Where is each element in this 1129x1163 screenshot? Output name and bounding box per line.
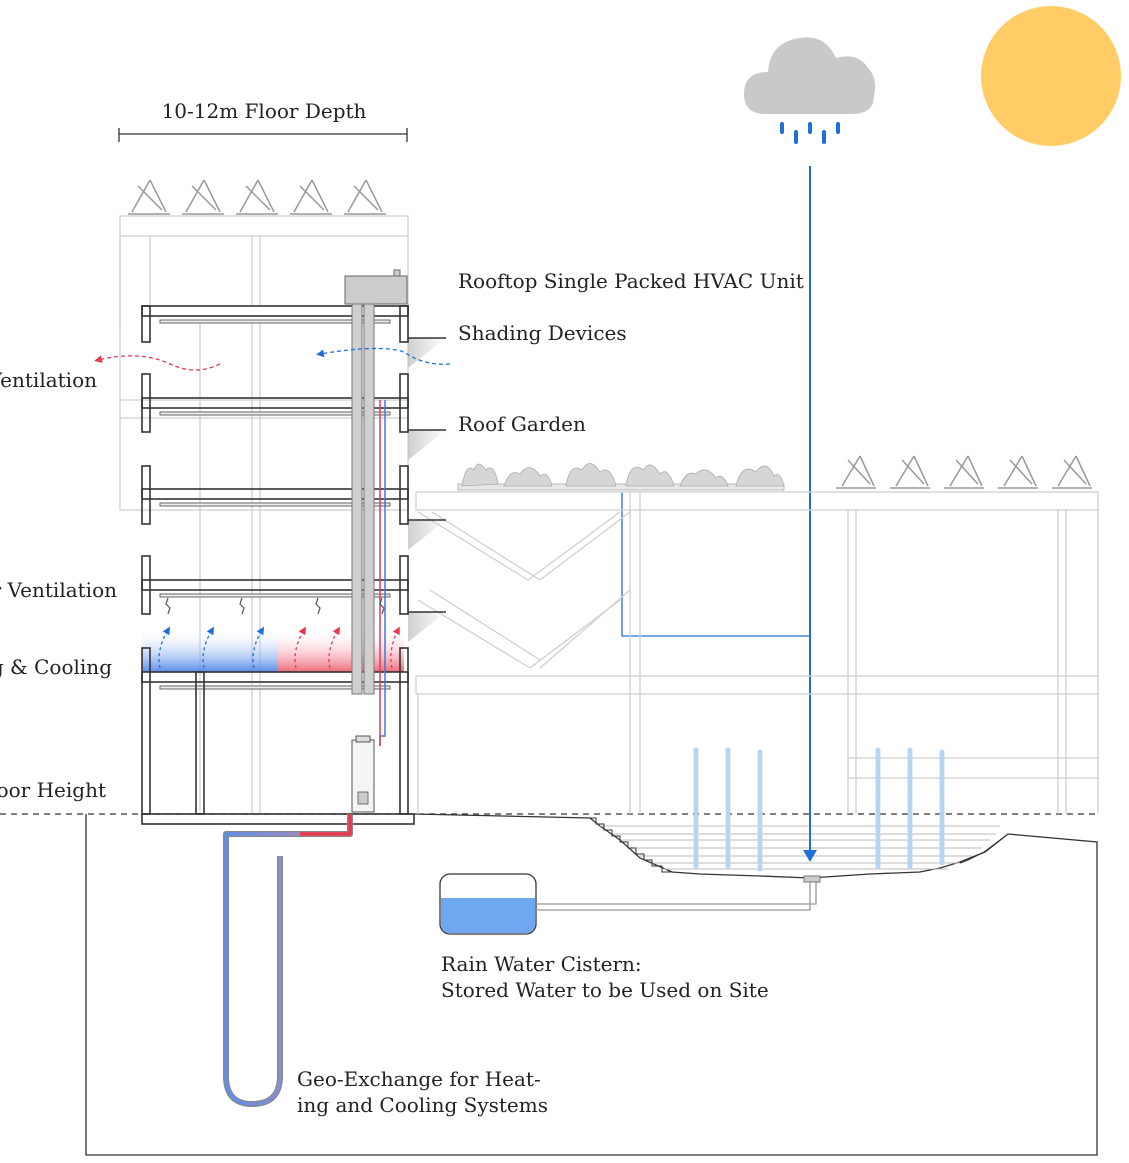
duct-riser — [351, 303, 363, 695]
shading-devices — [408, 337, 446, 613]
solar-panel-icon — [290, 179, 332, 215]
fountains — [693, 747, 945, 875]
floor-depth-dimension — [118, 128, 408, 142]
terrace-steps — [600, 825, 1000, 870]
solar-panel-icon — [836, 455, 876, 489]
ventilation-exhaust-arrow — [94, 355, 221, 371]
hvac-unit — [344, 275, 408, 305]
geo-loop-hot-segment — [300, 814, 352, 836]
geo-exchange-label-line2: ing and Cooling Systems — [297, 1093, 548, 1117]
roof-garden-plants — [457, 463, 785, 491]
shading-devices-label: Shading Devices — [458, 321, 627, 345]
heating-cooling-label: g & Cooling — [0, 655, 112, 679]
geo-exchange-loop — [224, 814, 352, 1106]
terrace-stair-profile — [590, 817, 672, 873]
solar-panel-icon — [1052, 455, 1092, 489]
air-rising-arrows — [158, 626, 400, 669]
hvac-vent — [393, 269, 401, 277]
solar-panel-icon — [890, 455, 930, 489]
solar-panel-icon — [998, 455, 1038, 489]
sprinkler-icon — [239, 597, 245, 615]
columns — [141, 305, 409, 815]
ground — [0, 813, 1100, 1156]
rain-arrow-head — [803, 850, 817, 862]
floor-height-label: oor Height — [0, 778, 106, 802]
shading-shadows — [408, 338, 446, 642]
solar-panel-icon — [128, 179, 170, 215]
terrace-stair-profile-right — [959, 833, 1009, 864]
right-solar-panels — [836, 455, 1092, 489]
cistern-label-line1: Rain Water Cistern: — [441, 952, 642, 976]
ceiling-fixtures — [159, 319, 391, 690]
geo-exchange-label-line1: Geo-Exchange for Heat- — [297, 1067, 541, 1091]
floor-depth-label: 10-12m Floor Depth — [162, 99, 367, 123]
sprinkler-icon — [165, 597, 171, 615]
underfloor-ventilation-label: r Ventilation — [0, 578, 117, 602]
roof-garden-label: Roof Garden — [458, 412, 586, 436]
right-structure — [415, 491, 1099, 814]
rain-water-cistern — [439, 873, 821, 935]
sprinkler-heads — [165, 597, 385, 615]
rain-cloud-icon — [744, 37, 876, 144]
sun-icon — [981, 6, 1121, 146]
solar-panel-icon — [944, 455, 984, 489]
sprinkler-icon — [315, 597, 321, 615]
solar-panel-icon — [182, 179, 224, 215]
sprinkler-icon — [379, 597, 385, 615]
hvac-label: Rooftop Single Packed HVAC Unit — [458, 269, 804, 293]
solar-panel-icon — [344, 179, 386, 215]
cistern-label-line2: Stored Water to be Used on Site — [441, 978, 769, 1002]
duct-riser — [363, 303, 375, 695]
ventilation-intake-arrow — [316, 347, 451, 365]
solar-panel-icon — [236, 179, 278, 215]
water-heater — [351, 735, 375, 813]
roof-drain-pipe — [621, 492, 810, 637]
cooling-zone — [142, 628, 278, 672]
geo-loop-outline — [223, 814, 353, 1107]
natural-ventilation-label: Ventilation — [0, 368, 97, 392]
building-solar-panels — [128, 179, 386, 215]
